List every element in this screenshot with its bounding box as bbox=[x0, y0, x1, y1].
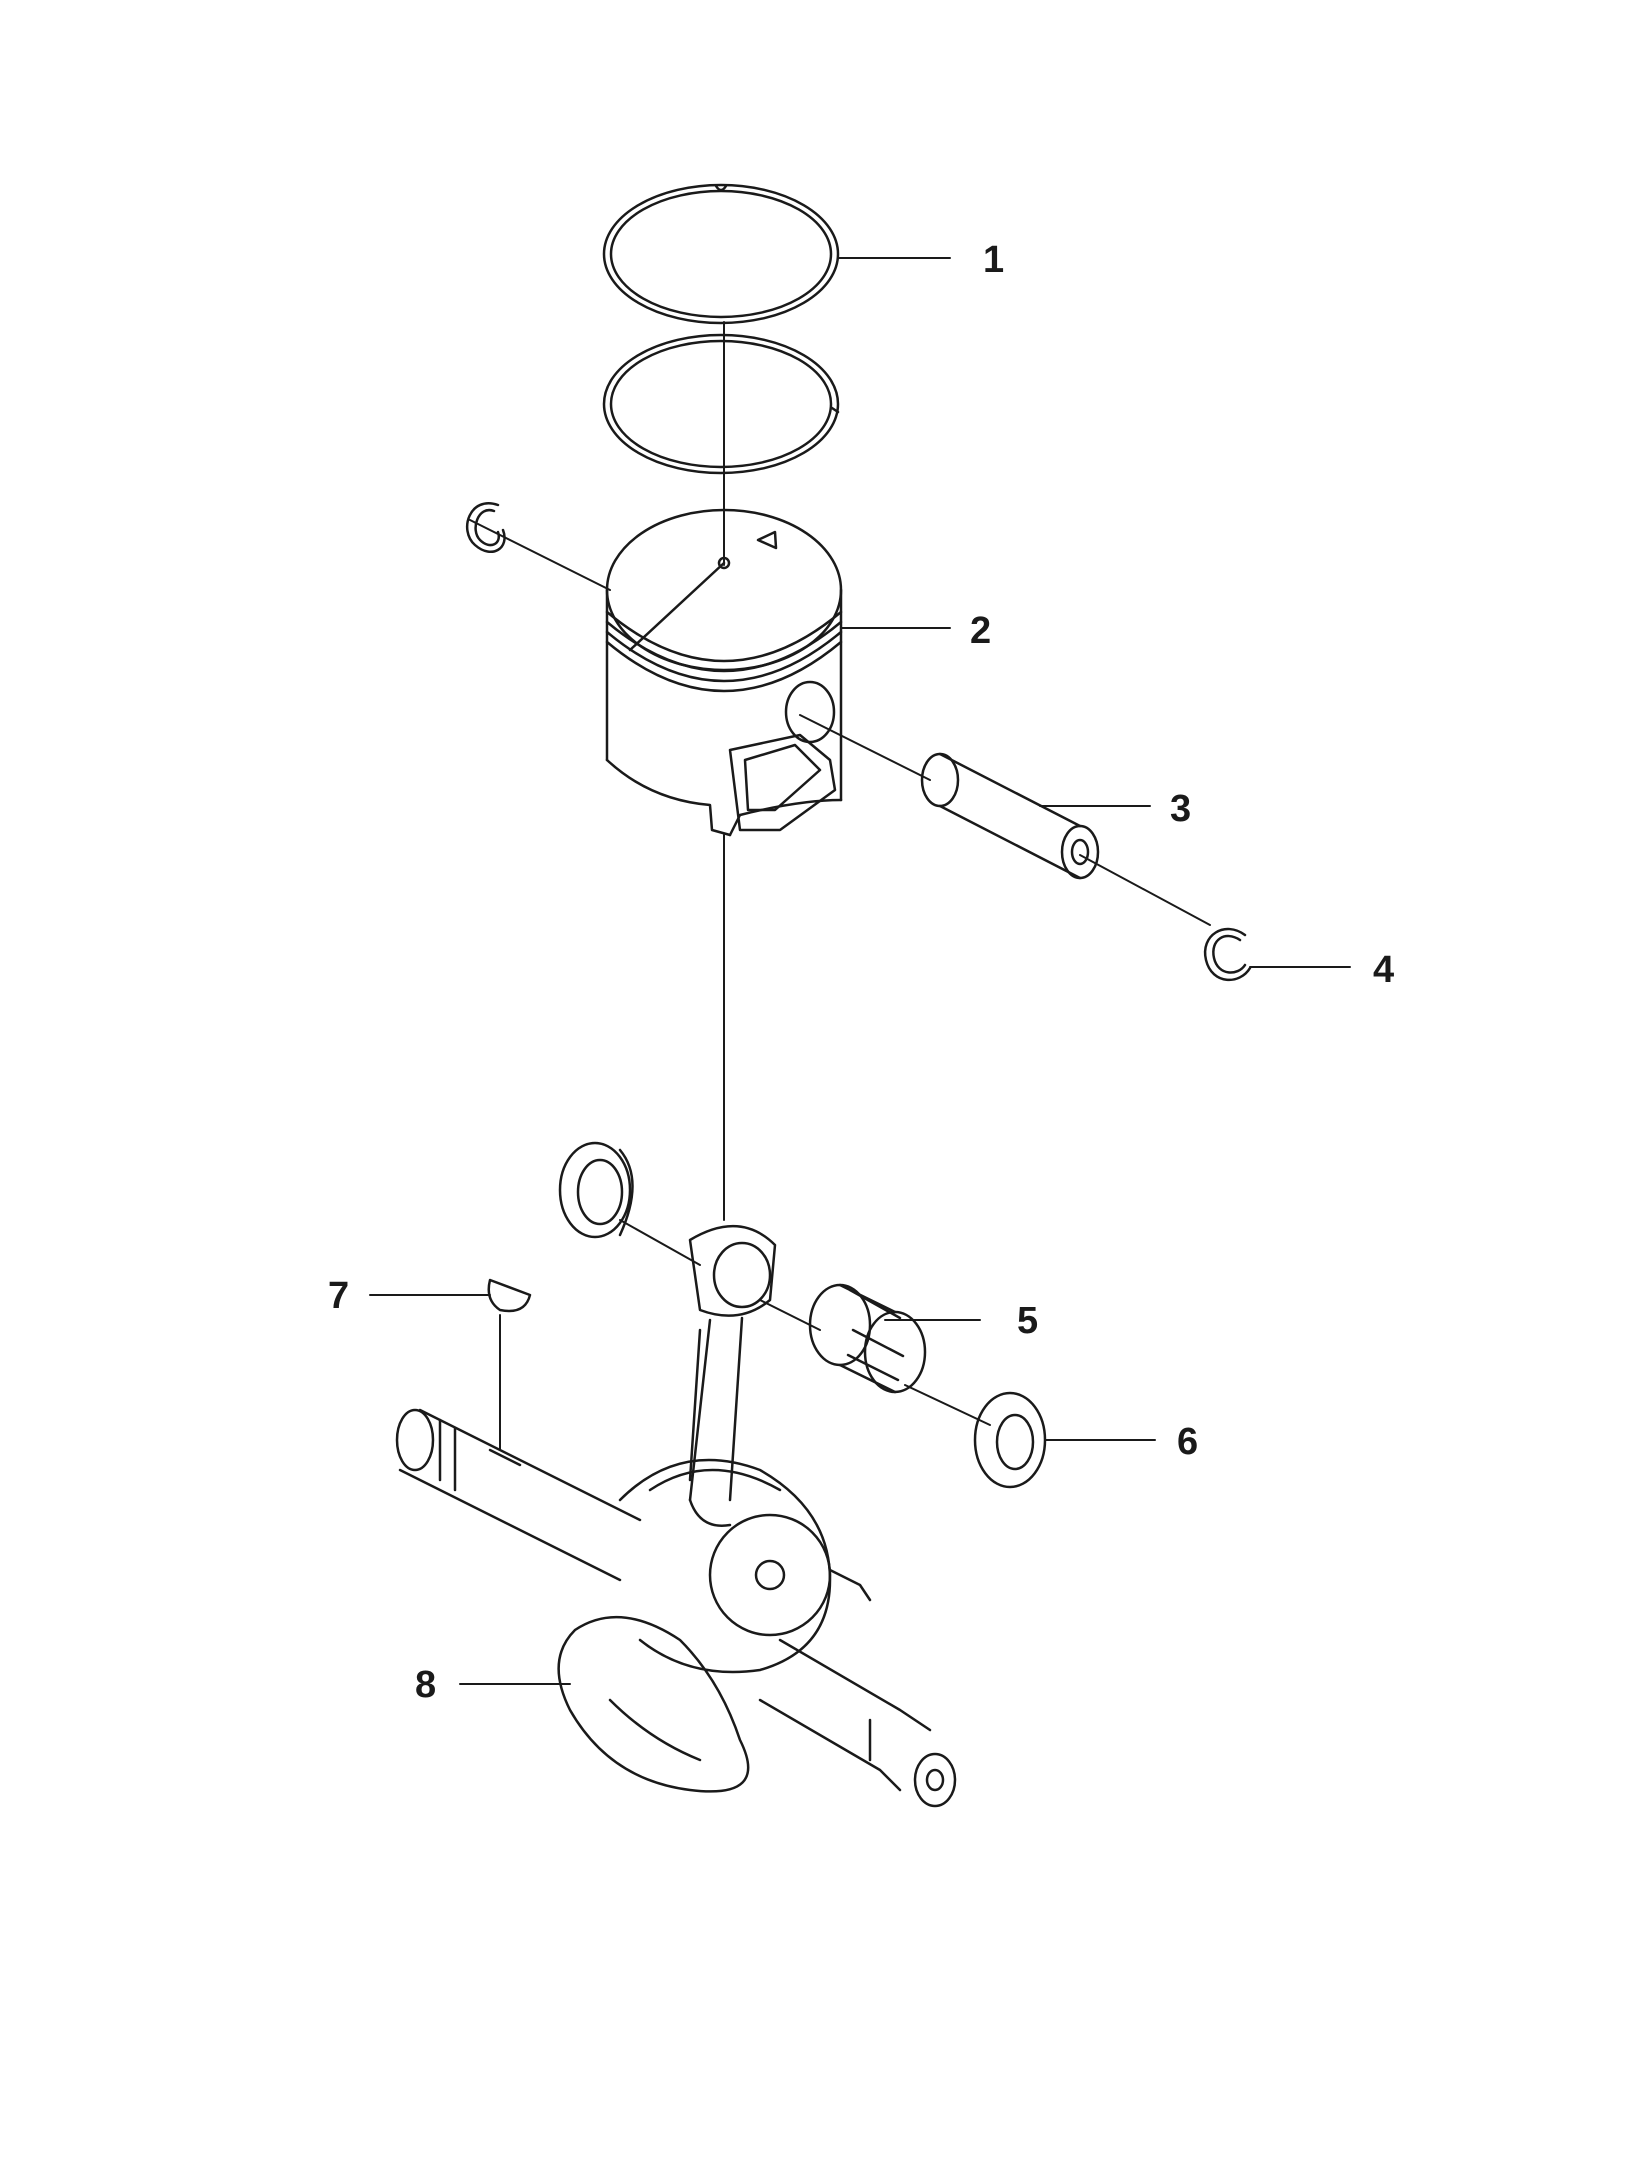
crankshaft[interactable] bbox=[395, 1408, 957, 1808]
circlip-right[interactable] bbox=[1203, 927, 1252, 982]
callout-label-7[interactable]: 7 bbox=[328, 1275, 349, 1317]
piston-ring-top[interactable] bbox=[602, 183, 840, 325]
thrust-washer[interactable] bbox=[973, 1391, 1047, 1489]
callout-label-5[interactable]: 5 bbox=[1017, 1300, 1038, 1342]
callout-leaders bbox=[369, 257, 1351, 1685]
callout-label-8[interactable]: 8 bbox=[415, 1664, 436, 1706]
seal-left[interactable] bbox=[558, 1141, 634, 1239]
circlip-left[interactable] bbox=[465, 502, 506, 553]
callout-labels: 1 2 3 4 5 6 7 8 bbox=[328, 239, 1394, 1706]
piston-pin[interactable] bbox=[920, 752, 1100, 880]
callout-label-1[interactable]: 1 bbox=[983, 239, 1004, 281]
needle-bearing[interactable] bbox=[808, 1283, 927, 1394]
callout-label-6[interactable]: 6 bbox=[1177, 1421, 1198, 1463]
assembly-lines bbox=[469, 321, 1211, 1451]
callout-label-3[interactable]: 3 bbox=[1170, 788, 1191, 830]
connecting-rod[interactable] bbox=[688, 1224, 777, 1527]
callout-label-2[interactable]: 2 bbox=[970, 610, 991, 652]
piston[interactable] bbox=[605, 508, 843, 837]
woodruff-key[interactable] bbox=[487, 1278, 532, 1313]
piston-ring-second[interactable] bbox=[602, 333, 840, 475]
callout-label-4[interactable]: 4 bbox=[1373, 949, 1394, 991]
